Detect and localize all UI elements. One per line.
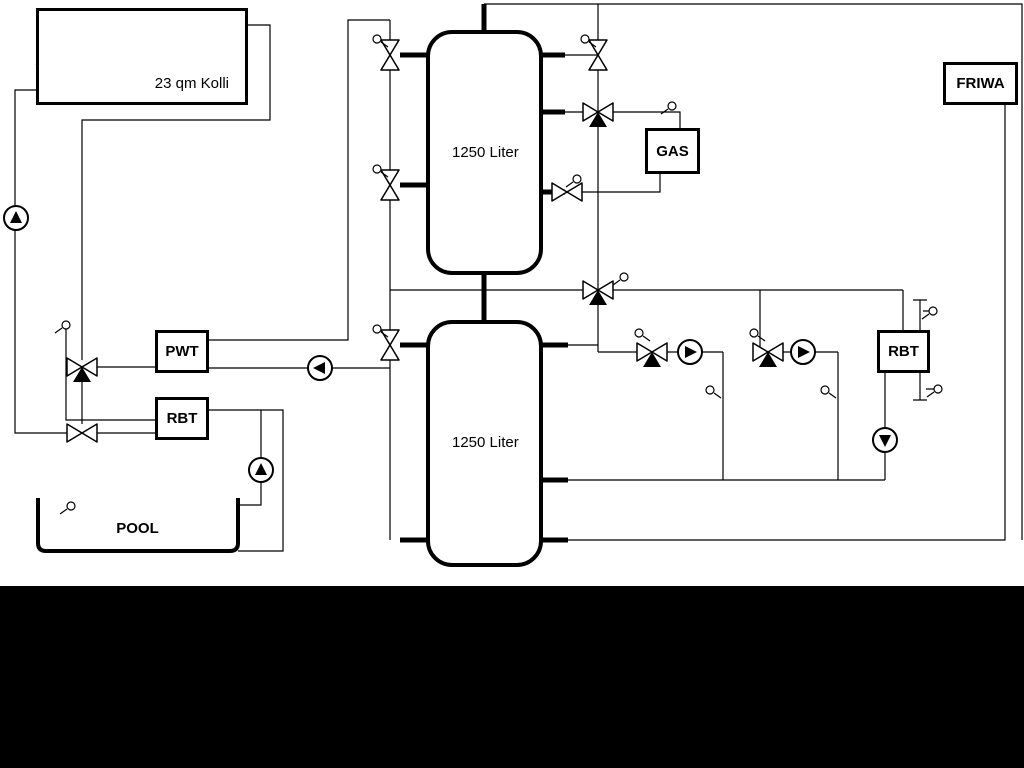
rbt-left-valve-icon (66, 423, 98, 443)
circuit1-return-sensor-icon (705, 385, 722, 399)
circuit1-mixing-valve-icon (636, 342, 668, 368)
valve-motor-icon (612, 272, 629, 286)
rbt-left-box: RBT (155, 397, 209, 440)
tank1-label: 1250 Liter (452, 144, 519, 161)
pipe-pool-circuit (209, 409, 284, 552)
pwt-mixing-valve-icon (66, 357, 98, 383)
pipe-friwa-circuit (484, 3, 1023, 541)
circuit2-mixing-valve-icon (752, 342, 784, 368)
pipe-charge-circuit (209, 19, 391, 540)
valve-motor-icon (749, 328, 766, 342)
circuit2-return-sensor-icon (820, 385, 837, 399)
pool-label: POOL (116, 520, 159, 537)
buffer-tank-2: 1250 Liter (426, 320, 543, 567)
letterbox-bar (0, 586, 1024, 768)
solar-pump-icon (3, 205, 29, 231)
heating-pump-1-icon (677, 339, 703, 365)
collector-label: 23 qm Kolli (154, 75, 229, 92)
pipe-gas-circuit (565, 4, 681, 352)
pipe-solar-circuit (14, 24, 271, 434)
rbt-right-box: RBT (877, 330, 930, 373)
pwt-line-sensor-icon (54, 320, 71, 334)
friwa-box: FRIWA (943, 62, 1018, 105)
rbt-right-sensor-icon (926, 384, 943, 398)
pool-basin (36, 498, 240, 553)
gas-boiler-box: GAS (645, 128, 700, 174)
heating-pump-2-icon (790, 339, 816, 365)
valve-motor-icon (634, 328, 651, 342)
pool-sensor-icon (59, 501, 76, 515)
pool-pump-icon (248, 457, 274, 483)
charge-pump-icon (307, 355, 333, 381)
buffer-tank-1: 1250 Liter (426, 30, 543, 275)
tank2-label: 1250 Liter (452, 434, 519, 451)
rbt-right-sensor-icon (921, 306, 938, 320)
pwt-box: PWT (155, 330, 209, 373)
rbt-pump-icon (872, 427, 898, 453)
solar-collector-box: 23 qm Kolli (36, 8, 248, 105)
